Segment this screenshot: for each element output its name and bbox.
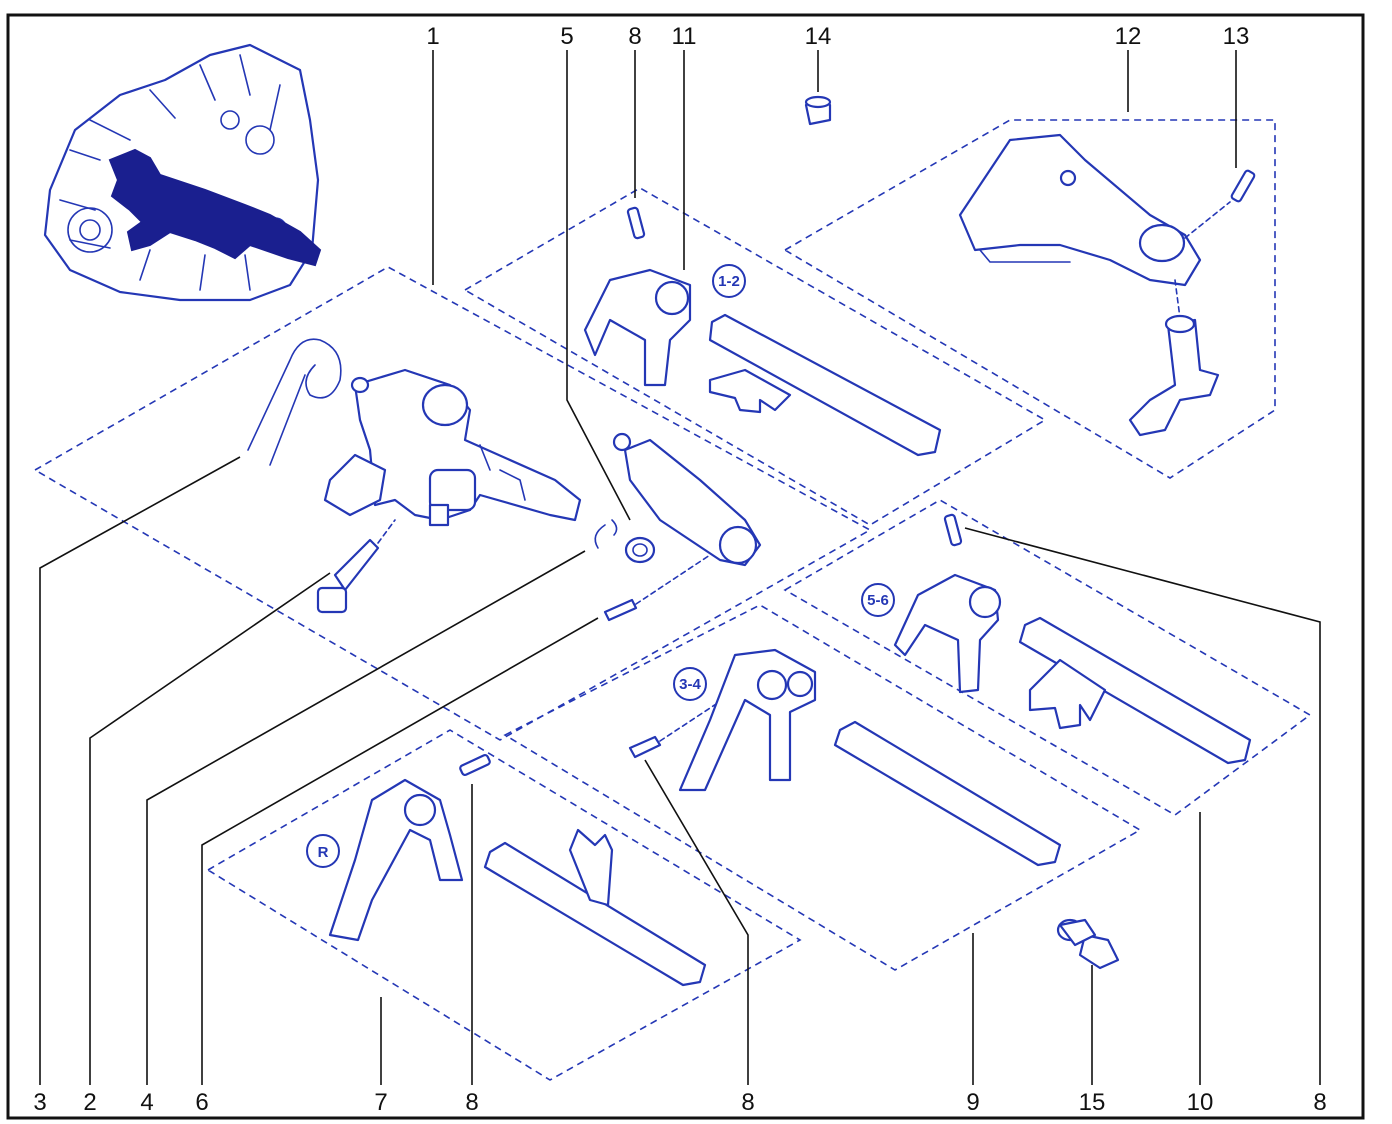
callout-8-top: 8 [628,23,641,50]
plug-15-part [1056,918,1120,970]
callout-5: 5 [560,23,573,50]
callout-1: 1 [426,23,439,50]
callout-8-reverse: 8 [465,1089,478,1116]
gear-tag-3-4: 3-4 [673,667,707,701]
roll-pin-6 [603,554,711,622]
gear-tag-5-6: 5-6 [861,583,895,617]
fork-5-6-part [893,513,1252,765]
svg-text:1-2: 1-2 [718,273,740,290]
detent-spring-part [247,338,342,466]
callout-2: 2 [83,1089,96,1116]
selector-mechanism-part [323,368,582,527]
callout-9: 9 [966,1089,979,1116]
fork-reverse-part [328,754,707,987]
gear-tags: 1-2 5-6 3-4 R [306,264,895,868]
callout-7: 7 [374,1089,387,1116]
callout-10: 10 [1187,1089,1214,1116]
fork-1-2-part [583,206,942,457]
selector-arm-part [958,133,1256,437]
callout-4: 4 [140,1089,153,1116]
gear-tag-1-2: 1-2 [712,264,746,298]
callout-15: 15 [1079,1089,1106,1116]
interlock-lever-part [612,432,762,567]
fork-3-4-part [628,648,1062,867]
svg-text:R: R [318,844,329,861]
svg-text:5-6: 5-6 [867,592,889,609]
callout-8-right: 8 [1313,1089,1326,1116]
callouts-bottom: 3 2 4 6 7 8 8 9 15 10 8 [33,1089,1326,1116]
leader-lines [39,50,1321,1085]
callout-8-middle: 8 [741,1089,754,1116]
parts [247,95,1256,987]
shift-assembly-highlight [108,148,322,267]
gear-tag-r: R [306,834,340,868]
gearbox-thumbnail [43,43,322,302]
callout-6: 6 [195,1089,208,1116]
callout-13: 13 [1223,23,1250,50]
callouts-top: 1 5 8 11 14 12 13 [426,23,1249,50]
callout-3: 3 [33,1089,46,1116]
exploded-planes [33,119,1312,1081]
circlip-part [594,519,656,564]
bolt-part [316,519,396,614]
callout-14: 14 [805,23,832,50]
plug-part [804,95,832,126]
callout-12: 12 [1115,23,1142,50]
svg-text:3-4: 3-4 [679,676,701,693]
callout-11: 11 [672,23,697,50]
